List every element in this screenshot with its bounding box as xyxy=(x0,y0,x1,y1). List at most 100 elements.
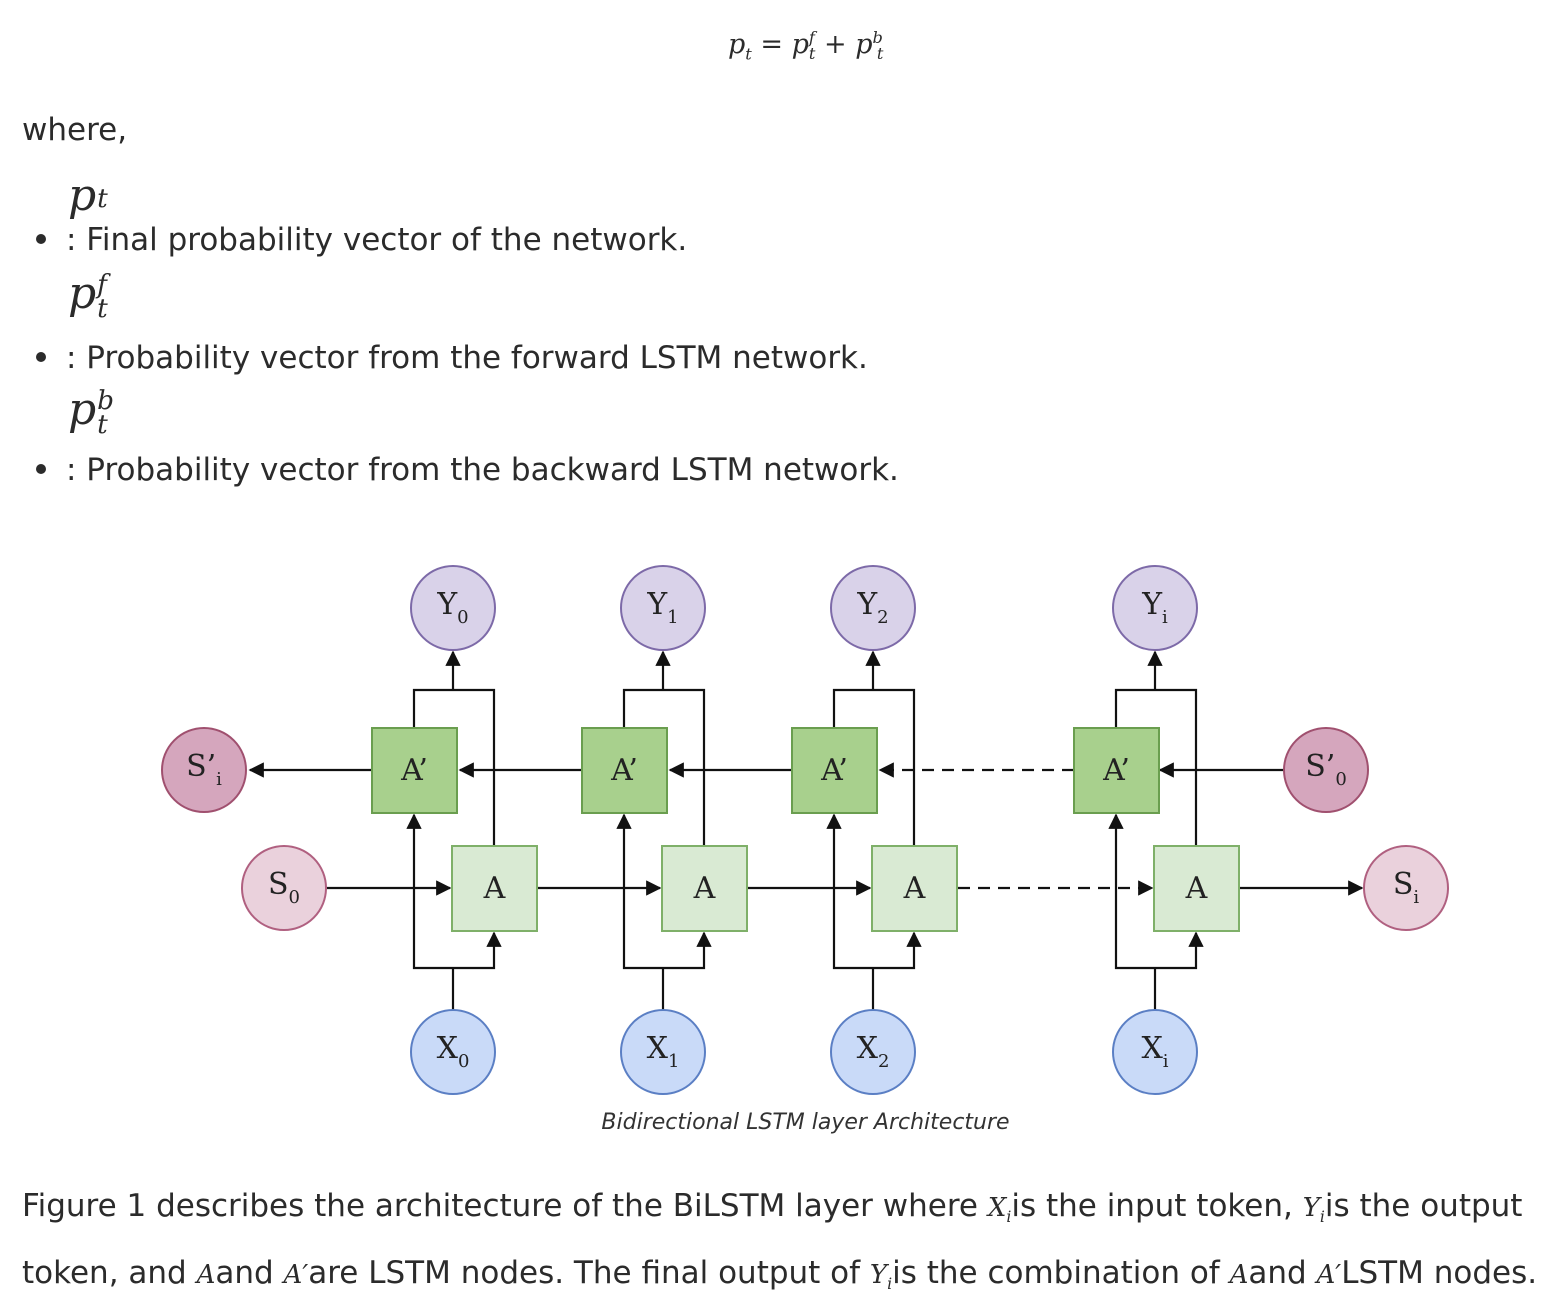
bullet-icon xyxy=(36,351,46,362)
state-forward-start-node xyxy=(241,845,327,931)
output-node-label: Y2 xyxy=(856,587,888,628)
output-node xyxy=(620,565,706,651)
output-node xyxy=(1112,565,1198,651)
desc-text-3: is the output token, and xyxy=(22,1188,1523,1292)
backward-lstm-node-label: A’ xyxy=(820,753,848,788)
state-forward-start-node-label: S0 xyxy=(268,867,300,908)
formula-term2: p xyxy=(855,29,873,60)
state-backward-end-node xyxy=(161,727,247,813)
formula-term2-sub: t xyxy=(876,44,884,64)
state-backward-start-node xyxy=(1283,727,1369,813)
forward-lstm-node-label: A xyxy=(693,871,716,906)
backward-lstm-node xyxy=(581,727,668,814)
formula-lhs: p xyxy=(728,29,746,60)
desc-text-8: LSTM nodes. xyxy=(1341,1255,1538,1292)
output-node xyxy=(410,565,496,651)
desc-text-5: are LSTM nodes. The final output of xyxy=(308,1255,870,1292)
desc-text-7: and xyxy=(1248,1255,1317,1292)
input-node-label: X1 xyxy=(647,1031,680,1072)
term-symbol-sub: t xyxy=(97,292,108,324)
output-node-label: Y1 xyxy=(646,587,678,628)
input-to-backward-arrow xyxy=(406,813,453,970)
symbol-y-sub: i xyxy=(1319,1208,1325,1227)
diagram-connections xyxy=(248,650,1364,1010)
list-item-text: : Final probability vector of the networ… xyxy=(66,222,688,258)
forward-lstm-node xyxy=(661,845,748,932)
formula-lhs-sub: t xyxy=(745,44,752,64)
input-node-label: X2 xyxy=(857,1031,890,1072)
symbol-a-prime: A′ xyxy=(283,1260,309,1291)
state-forward-end-node-label: Si xyxy=(1393,867,1420,908)
forward-lstm-node xyxy=(451,845,538,932)
input-to-forward-arrow xyxy=(1155,931,1204,970)
backward-lstm-node xyxy=(1073,727,1160,814)
bullet-icon xyxy=(36,233,46,244)
term-symbol-main: p xyxy=(68,268,97,319)
term-symbol-main: p xyxy=(68,384,97,435)
desc-text-1: Figure 1 describes the architecture of t… xyxy=(22,1188,988,1224)
input-to-backward-arrow xyxy=(616,813,663,970)
forward-lstm-node-label: A xyxy=(483,871,506,906)
symbol-x: Xi xyxy=(987,1193,1012,1227)
symbol-a: A xyxy=(196,1260,216,1291)
input-to-backward-arrow xyxy=(1108,813,1155,970)
list-item-backward-probability: : Probability vector from the backward L… xyxy=(36,452,899,488)
input-node xyxy=(830,1009,916,1095)
symbol-y2-main: Y xyxy=(869,1260,888,1291)
state-backward-start-node-label: S’0 xyxy=(1305,749,1347,790)
main-formula: pt = pft + pbt xyxy=(728,28,883,63)
list-item-final-probability: : Final probability vector of the networ… xyxy=(36,222,687,258)
symbol-y-main: Y xyxy=(1302,1193,1320,1223)
input-node xyxy=(620,1009,706,1095)
term-symbol-sub: t xyxy=(97,408,108,440)
symbol-x-main: X xyxy=(987,1193,1007,1223)
symbol-y: Yi xyxy=(1302,1193,1325,1227)
input-to-forward-arrow xyxy=(453,931,502,970)
formula-term1: p xyxy=(791,29,809,60)
list-item-forward-probability: : Probability vector from the forward LS… xyxy=(36,340,868,376)
formula-eq: = xyxy=(751,29,792,60)
formula-plus: + xyxy=(815,29,856,60)
input-node-label: X0 xyxy=(437,1031,470,1072)
forward-lstm-node-label: A xyxy=(1185,871,1208,906)
forward-lstm-node xyxy=(871,845,958,932)
symbol-x-sub: i xyxy=(1006,1208,1012,1227)
backward-lstm-node-label: A’ xyxy=(610,753,638,788)
state-forward-end-node xyxy=(1363,845,1449,931)
forward-lstm-node xyxy=(1153,845,1240,932)
desc-text-6: is the combination of xyxy=(892,1255,1230,1292)
input-node-label: Xi xyxy=(1141,1031,1168,1072)
bullet-icon xyxy=(36,463,46,474)
output-node xyxy=(830,565,916,651)
figure-description: Figure 1 describes the architecture of t… xyxy=(22,1178,1552,1312)
where-label: where, xyxy=(22,112,128,148)
output-node-label: Yi xyxy=(1141,587,1168,628)
symbol-y2-sub: i xyxy=(887,1275,893,1294)
formula-term1-sub: t xyxy=(808,44,816,64)
input-to-forward-arrow xyxy=(873,931,922,970)
input-to-backward-arrow xyxy=(826,813,873,970)
state-backward-end-node-label: S’i xyxy=(186,749,222,790)
symbol-a-prime-2: A′ xyxy=(1316,1260,1342,1291)
list-item-text: : Probability vector from the forward LS… xyxy=(66,340,868,376)
backward-lstm-node xyxy=(791,727,878,814)
input-to-forward-arrow xyxy=(663,931,712,970)
desc-text-2: is the input token, xyxy=(1011,1188,1303,1224)
formula-term1-sup: f xyxy=(808,28,815,47)
backward-lstm-node xyxy=(371,727,458,814)
symbol-y-2: Yi xyxy=(869,1260,893,1294)
forward-lstm-node-label: A xyxy=(903,871,926,906)
input-node xyxy=(1112,1009,1198,1095)
term-symbol-sup: b xyxy=(97,384,115,416)
figure-caption: Bidirectional LSTM layer Architecture xyxy=(601,1110,1010,1135)
output-node-label: Y0 xyxy=(436,587,468,628)
symbol-a-2: A xyxy=(1229,1260,1249,1291)
list-item-text: : Probability vector from the backward L… xyxy=(66,452,899,488)
term-symbol-main: p xyxy=(68,170,97,221)
term-symbol-sub: t xyxy=(97,182,108,214)
formula-term2-sup: b xyxy=(872,28,883,47)
